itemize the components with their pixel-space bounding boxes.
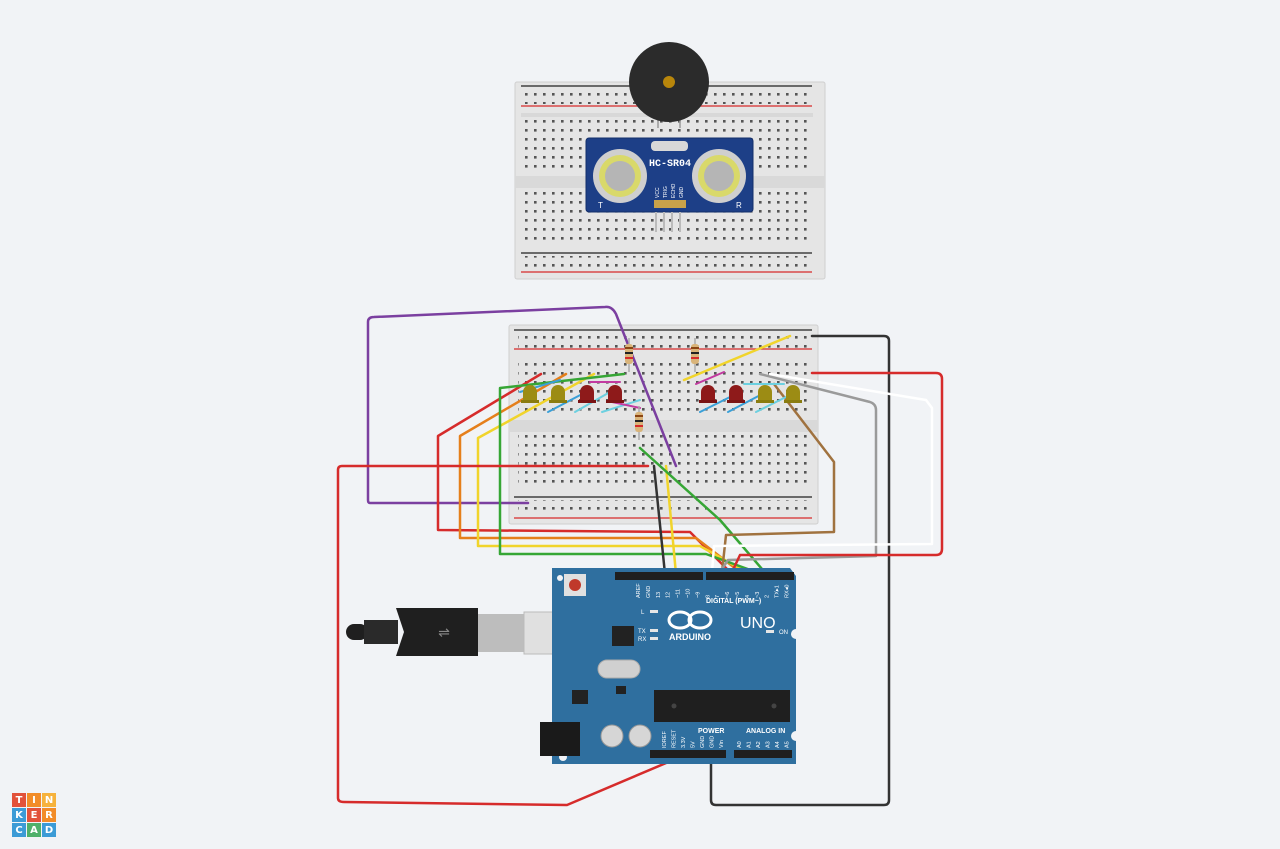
pin-label: A0: [737, 741, 743, 748]
sensor-t-mark: T: [598, 201, 603, 210]
pin-label: RESET: [672, 729, 678, 748]
logo-letter: N: [42, 793, 56, 807]
l-label: L: [641, 610, 645, 616]
pin-label: ~6: [725, 592, 731, 598]
resistor-2: [691, 338, 699, 372]
digital-pin-labels: AREF GND 13 12 ~11 ~10~9 8 7 ~6 ~5 4 ~3 2 TX▸1 RX◂0: [636, 583, 791, 598]
digital-label: DIGITAL (PWM~): [706, 598, 761, 605]
sensor-model-label: HC-SR04: [649, 159, 691, 170]
pin-label: ~9: [695, 592, 701, 598]
wire-black-left: [652, 464, 667, 576]
pin-label: A5: [785, 741, 791, 748]
leds[interactable]: [521, 385, 802, 403]
pin-label: ~3: [755, 592, 761, 598]
arduino-model: UNO: [740, 615, 776, 632]
arduino-brand: ARDUINO: [669, 632, 711, 642]
led-yellow-4: [784, 385, 802, 403]
sensor-pin-gnd: GND: [679, 187, 685, 199]
logo-letter: R: [42, 808, 56, 822]
sensor-r-mark: R: [736, 201, 742, 210]
wire-red-right: [730, 371, 944, 574]
logo-letter: T: [12, 793, 26, 807]
wire-purple: [366, 305, 678, 505]
logo-letter: K: [12, 808, 26, 822]
pin-label: TX▸1: [775, 585, 781, 598]
pin-label: GND: [646, 586, 652, 598]
pin-label: Vin: [719, 740, 725, 748]
tinkercad-logo[interactable]: T I N K E R C A D: [12, 793, 56, 837]
wire-white: [710, 372, 934, 574]
wires[interactable]: [336, 305, 944, 807]
pin-label: ~10: [686, 589, 692, 598]
ultrasonic-sensor[interactable]: HC-SR04 T R VCC TRIG ECHO GND: [585, 137, 754, 232]
logo-letter: C: [12, 823, 26, 837]
pin-label: A3: [766, 741, 772, 748]
rx-label: RX: [638, 637, 646, 643]
led-red-4: [727, 385, 745, 403]
pin-label: 13: [656, 592, 662, 598]
analog-label: ANALOG IN: [746, 728, 785, 735]
pin-label: A4: [775, 741, 781, 748]
led-red-2: [606, 385, 624, 403]
logo-letter: I: [27, 793, 41, 807]
sensor-pin-echo: ECHO: [671, 183, 677, 198]
resistor-1: [625, 338, 633, 372]
led-yellow-3: [756, 385, 774, 403]
led-yellow-1: [521, 385, 539, 403]
sensor-pin-trig: TRIG: [663, 186, 669, 198]
wire-brown: [720, 382, 836, 574]
tx-label: TX: [638, 629, 646, 635]
wire-yellow-mid: [664, 464, 678, 576]
piezo-buzzer[interactable]: [629, 42, 709, 128]
logo-letter: E: [27, 808, 41, 822]
power-label: POWER: [698, 728, 724, 735]
pin-label: 7: [715, 595, 721, 598]
wire-red-left: [436, 372, 732, 574]
led-red-1: [578, 385, 596, 403]
pin-label: 5V: [691, 741, 697, 748]
pin-label: GND: [710, 736, 716, 748]
pin-label: IOREF: [662, 731, 668, 748]
led-yellow-2: [549, 385, 567, 403]
logo-letter: A: [27, 823, 41, 837]
breadboard-middle[interactable]: [508, 324, 819, 525]
logo-letter: D: [42, 823, 56, 837]
pin-label: 3.3V: [681, 736, 687, 748]
on-label: ON: [779, 630, 788, 636]
pin-label: A1: [747, 741, 753, 748]
wire-orange: [458, 372, 742, 574]
pin-label: A2: [756, 741, 762, 748]
wire-yellow-right: [682, 334, 792, 382]
pin-label: ~5: [735, 592, 741, 598]
wire-black-right: [709, 334, 891, 807]
pin-label: 2: [765, 595, 771, 598]
pin-label: RX◂0: [785, 585, 791, 598]
wire-red-long: [336, 464, 694, 807]
pin-label: 4: [745, 595, 751, 598]
resistors[interactable]: [625, 338, 699, 440]
pin-label: AREF: [636, 583, 642, 598]
sensor-pin-vcc: VCC: [655, 187, 661, 198]
pin-label: ~11: [676, 589, 682, 598]
pin-label: 12: [666, 592, 672, 598]
usb-icon: ⇌: [438, 625, 450, 641]
resistor-3: [635, 406, 643, 440]
wire-green-diag: [638, 446, 770, 578]
wire-yellow-left: [476, 372, 748, 574]
pin-label: GND: [700, 736, 706, 748]
wire-grey: [718, 372, 878, 574]
led-red-3: [699, 385, 717, 403]
arduino-infinity-icon: [667, 610, 713, 630]
arduino-uno[interactable]: ARDUINO UNO DIGITAL (PWM~) ON L TX RX PO…: [540, 568, 801, 764]
pin-label: 8: [705, 595, 711, 598]
